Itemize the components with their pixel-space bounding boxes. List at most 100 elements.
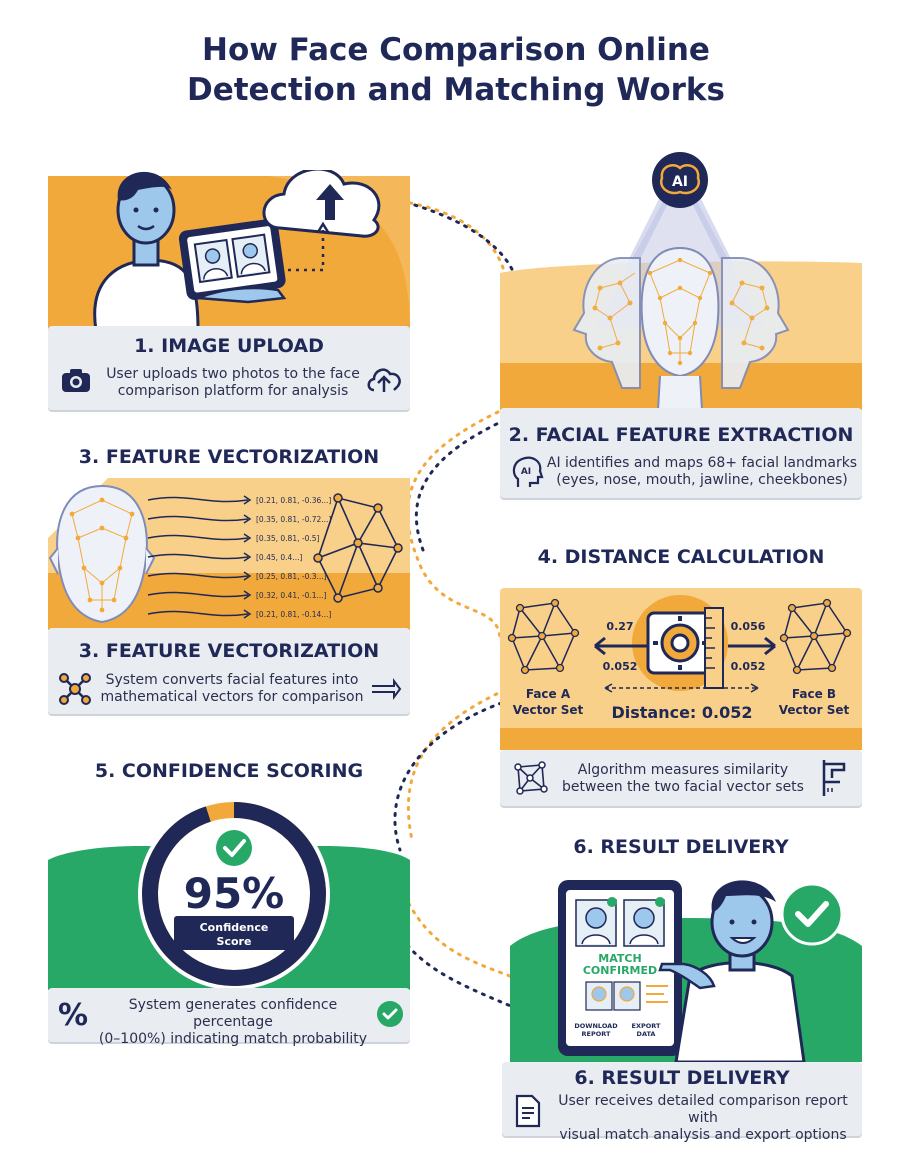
extraction-illustration: AI [500, 148, 862, 411]
ai-brain-badge: AI [652, 152, 708, 208]
extraction-desc-line-1: AI identifies and maps 68+ facial landma… [546, 455, 858, 471]
export-label-line-2: DATA [637, 1030, 656, 1038]
match-line-1: MATCH [598, 952, 641, 965]
vectorization-desc-line-1: System converts facial features into [105, 672, 359, 688]
distance-illustration: 0.27 0.052 0.056 0.052 Face A Vector Set… [500, 588, 862, 750]
confidence-desc-line-1: System generates confidence percentage [128, 997, 338, 1030]
ai-badge-text: AI [672, 174, 688, 190]
vector-value-label: [0.21, 0.81, -0.14...] [256, 610, 331, 619]
vector-network-illustration [313, 493, 403, 603]
extraction-title: 2. FACIAL FEATURE EXTRACTION [508, 424, 854, 446]
vector-flow-line [147, 534, 249, 541]
distance-desc-line-2: between the two facial vector sets [562, 779, 804, 795]
check-circle-icon [376, 1000, 404, 1032]
result-desc-line-2: visual match analysis and export options [559, 1127, 847, 1143]
upload-title: 1. IMAGE UPLOAD [134, 335, 324, 357]
distance-right-bottom-label: 0.052 [731, 660, 766, 673]
vector-flow-arrow [243, 533, 252, 543]
confidence-description: System generates confidence percentage (… [92, 997, 374, 1048]
result-tablet: MATCH CONFIRMED DOWNLOAD REPORT EXPORT D… [558, 880, 682, 1056]
confidence-desc-line-2: (0–100%) indicating match probability [98, 1031, 368, 1047]
vector-flow-line [147, 515, 249, 522]
gear-icon [632, 595, 728, 691]
face-front [640, 246, 720, 411]
extraction-description: AI identifies and maps 68+ facial landma… [546, 455, 858, 489]
tablet-icon [178, 218, 286, 300]
vector-value-label: [0.35, 0.81, -0.5] [256, 534, 319, 543]
document-icon [514, 1094, 542, 1132]
distance-value-label: Distance: 0.052 [611, 703, 752, 722]
face-mesh-illustration [48, 484, 156, 624]
distance-right-top-label: 0.056 [731, 620, 766, 633]
title-line-1: How Face Comparison Online [202, 32, 710, 68]
vectorization-description: System converts facial features into mat… [96, 672, 368, 706]
vector-flow-lines: [0.21, 0.81, -0.36...] [0.35, 0.81, -0.72… [147, 495, 331, 619]
confidence-heading: 5. CONFIDENCE SCORING [94, 760, 364, 782]
face-a-label-line-2: Vector Set [513, 703, 584, 717]
upload-description: User uploads two photos to the face comp… [98, 366, 368, 400]
distance-desc-line-1: Algorithm measures similarity [577, 762, 789, 778]
check-badge-icon [780, 882, 844, 946]
vector-flow-line [147, 496, 249, 503]
vector-flow-line [147, 553, 249, 560]
confidence-label-line-2: Score [217, 935, 252, 948]
extraction-panel: 2. FACIAL FEATURE EXTRACTION AI AI ident… [500, 408, 862, 498]
arrow-right-icon [370, 678, 402, 704]
vector-value-label: [0.21, 0.81, -0.36...] [256, 496, 331, 505]
page-title: How Face Comparison Online Detection and… [0, 30, 912, 110]
match-line-2: CONFIRMED [583, 964, 657, 977]
result-title: 6. RESULT DELIVERY [574, 1067, 790, 1089]
vector-flow-line [147, 591, 249, 598]
face-b-label-line-1: Face B [792, 687, 836, 701]
distance-panel: Algorithm measures similarity between th… [500, 750, 862, 806]
confidence-illustration: 95% Confidence Score [48, 790, 410, 990]
vector-value-label: [0.32, 0.41, -0.1...] [256, 591, 327, 600]
vector-flow-arrow [243, 552, 252, 562]
upload-panel: 1. IMAGE UPLOAD User uploads two photos … [48, 326, 410, 410]
vector-flow-line [147, 610, 249, 617]
confidence-score-value: 95% [184, 869, 285, 918]
vectorization-heading: 3. FEATURE VECTORIZATION [78, 446, 380, 468]
percent-icon: % [58, 998, 89, 1033]
result-panel: 6. RESULT DELIVERY User receives detaile… [502, 1062, 862, 1143]
result-description: User receives detailed comparison report… [548, 1093, 858, 1144]
vector-flow-arrow [243, 590, 252, 600]
distance-description: Algorithm measures similarity between th… [552, 762, 814, 796]
vectorization-desc-line-2: mathematical vectors for comparison [100, 689, 364, 705]
upload-desc-line-2: comparison platform for analysis [117, 383, 349, 399]
cloud-upload-illustration-icon [262, 167, 381, 238]
download-label-line-1: DOWNLOAD [574, 1022, 618, 1030]
vectorization-title: 3. FEATURE VECTORIZATION [78, 640, 380, 662]
camera-icon [60, 366, 92, 398]
network-icon [58, 672, 92, 710]
upload-illustration [48, 167, 410, 332]
face-a-label-line-1: Face A [526, 687, 571, 701]
distance-heading: 4. DISTANCE CALCULATION [537, 546, 825, 568]
vector-flow-arrow [243, 495, 252, 505]
confidence-label-line-1: Confidence [200, 921, 269, 934]
vector-value-label: [0.45, 0.4...] [256, 553, 302, 562]
vector-value-label: [0.25, 0.81, -0.3...] [256, 572, 327, 581]
ai-head-icon: AI [510, 455, 544, 493]
vectorization-panel: 3. FEATURE VECTORIZATION System converts… [48, 628, 410, 714]
face-left-profile [572, 257, 641, 389]
vector-flow-arrow [243, 571, 252, 581]
face-b-label-line-2: Vector Set [779, 703, 850, 717]
distance-left-top-label: 0.27 [606, 620, 633, 633]
extraction-desc-line-2: (eyes, nose, mouth, jawline, cheekbones) [556, 472, 848, 488]
vector-flow-line [147, 572, 249, 579]
confidence-ring-arc [142, 802, 326, 986]
upload-desc-line-1: User uploads two photos to the face [106, 366, 360, 382]
ai-head-icon-text: AI [521, 467, 531, 477]
face-b-network [779, 598, 852, 675]
export-label-line-1: EXPORT [632, 1022, 661, 1030]
check-badge-icon [216, 830, 252, 866]
result-desc-line-1: User receives detailed comparison report… [558, 1093, 848, 1126]
person-icon [93, 171, 200, 332]
person-icon [658, 880, 806, 1064]
vector-value-label: [0.35, 0.81, -0.72...] [256, 515, 331, 524]
cloud-upload-icon [366, 364, 402, 398]
confidence-panel: % System generates confidence percentage… [48, 988, 410, 1047]
caliper-icon [818, 758, 848, 802]
download-label-line-2: REPORT [582, 1030, 611, 1038]
